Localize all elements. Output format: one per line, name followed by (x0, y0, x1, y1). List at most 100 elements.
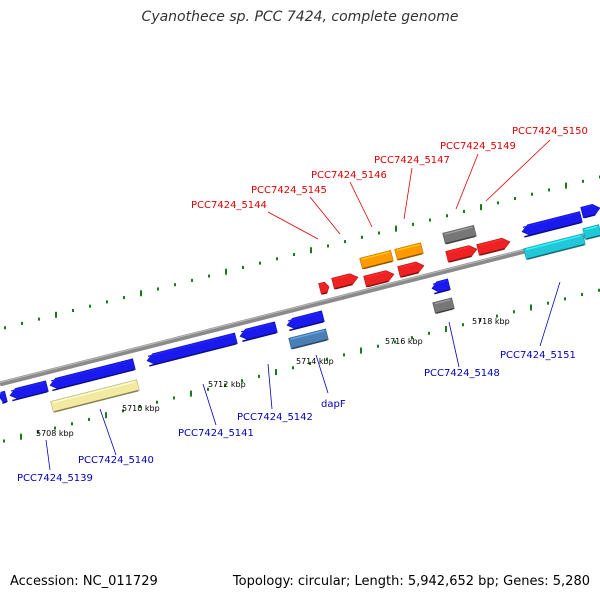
gene-arrow (431, 278, 451, 295)
gene-arrow-shadow (335, 283, 353, 290)
gene-arrow (363, 270, 395, 288)
leader-line (455, 153, 479, 210)
gene-arrow-body (582, 224, 600, 240)
leader-line (267, 363, 273, 410)
gene-arrow (239, 321, 278, 343)
gene-arrow-shadow (398, 252, 423, 261)
leader-line (539, 281, 561, 347)
leader-line (99, 408, 117, 456)
gene-label-forward: PCC7424_5149 (440, 141, 516, 152)
gene-arrow-shine (522, 212, 579, 228)
tick-label: 5718 kbp (472, 317, 510, 326)
gene-arrow (445, 245, 478, 263)
gene-label-forward: PCC7424_5147 (374, 155, 450, 166)
gene-arrow-body (397, 261, 425, 278)
tick-label: 5714 kbp (296, 357, 334, 366)
gene-arrow (50, 379, 140, 413)
gene-arrow-shadow (292, 339, 328, 350)
gene-arrow-body (359, 249, 394, 270)
gene-label-reverse: PCC7424_5141 (178, 428, 254, 439)
gene-arrow-body (445, 245, 478, 263)
genome-backbone-highlight (0, 230, 600, 383)
gene-arrow-shine (525, 235, 582, 251)
leader-line (45, 439, 51, 471)
gene-arrow-shine (447, 246, 470, 253)
tick-label: 5710 kbp (122, 404, 160, 413)
gene-arrow-body (442, 224, 477, 245)
gene-arrow-shadow (322, 292, 328, 295)
gene-arrow-body (476, 237, 511, 256)
gene-arrow-shadow (527, 243, 585, 260)
gene-arrow-shadow (434, 289, 450, 295)
gene-arrow-body (9, 380, 49, 400)
gene-label-forward: PCC7424_5145 (251, 185, 327, 196)
gene-label-reverse: PCC7424_5148 (424, 368, 500, 379)
gene-arrow-body (363, 270, 395, 288)
gene-arrow-shine (147, 334, 234, 357)
gene-arrow-shine (0, 392, 4, 395)
gene-arrow-body (331, 273, 359, 290)
gene-label-forward: PCC7424_5144 (191, 200, 267, 211)
gene-arrow-body (50, 379, 140, 413)
gene-arrow-shadow (363, 260, 393, 270)
gene-arrow-shadow (367, 280, 389, 288)
gene-features (0, 203, 600, 413)
gene-arrow (49, 358, 136, 392)
gene-arrow-body (394, 242, 424, 261)
gene-arrow-shine (399, 262, 417, 269)
gene-arrow-shadow (54, 389, 139, 413)
leader-line (315, 354, 329, 394)
gene-arrow-shadow (401, 271, 419, 278)
gene-arrow-shadow (12, 390, 48, 402)
gene-arrow (523, 233, 586, 260)
gene-label-reverse: dapF (321, 399, 346, 410)
leader-line (448, 321, 460, 368)
leader-line (202, 383, 217, 426)
gene-arrow-shine (584, 226, 598, 231)
gene-arrow-body (286, 310, 325, 330)
gene-arrow-shine (287, 312, 321, 322)
gene-arrow-shine (478, 239, 503, 247)
gene-label-reverse: PCC7424_5142 (237, 412, 313, 423)
gene-arrow-shine (333, 274, 351, 280)
leader-line (403, 167, 413, 220)
gene-arrow (9, 380, 49, 402)
gene-arrow (286, 310, 325, 332)
gene-label-reverse: PCC7424_5151 (500, 350, 576, 361)
gene-arrow-shine (432, 280, 447, 285)
gene-arrow (331, 273, 359, 290)
gene-arrow (146, 332, 238, 367)
gene-arrow-body (431, 278, 451, 293)
genome-title: Cyanothece sp. PCC 7424, complete genome (141, 9, 459, 25)
gene-arrow-shadow (436, 308, 454, 314)
leader-line (309, 196, 341, 235)
gene-arrow-body (146, 332, 238, 365)
gene-arrow-shadow (149, 343, 237, 367)
gene-arrow-shadow (584, 214, 596, 219)
gene-arrow-body (521, 211, 583, 236)
lower-dot-track (3, 288, 600, 443)
genome-backbone (0, 229, 600, 387)
gene-arrow-shadow (242, 331, 277, 343)
accession-text: Accession: NC_011729 (10, 574, 158, 589)
gene-arrow-shine (290, 330, 325, 340)
gene-arrow (582, 224, 600, 240)
gene-arrow-shine (444, 226, 473, 235)
gene-arrow-shadow (524, 221, 582, 238)
tick-label: 5712 kbp (208, 380, 246, 389)
gene-arrow (442, 224, 477, 245)
genome-summary-text: Topology: circular; Length: 5,942,652 bp… (232, 574, 590, 589)
gene-arrow-shine (434, 299, 451, 305)
gene-label-reverse: PCC7424_5139 (17, 473, 93, 484)
gene-arrow (432, 297, 455, 314)
gene-arrow (521, 211, 583, 238)
gene-arrow (0, 390, 8, 404)
gene-arrow (394, 242, 424, 261)
gene-arrow-shine (52, 381, 136, 404)
gene-arrow (397, 261, 425, 278)
gene-label-reverse: PCC7424_5140 (78, 455, 154, 466)
gene-arrow (288, 328, 329, 350)
gene-arrow-shine (361, 251, 390, 260)
